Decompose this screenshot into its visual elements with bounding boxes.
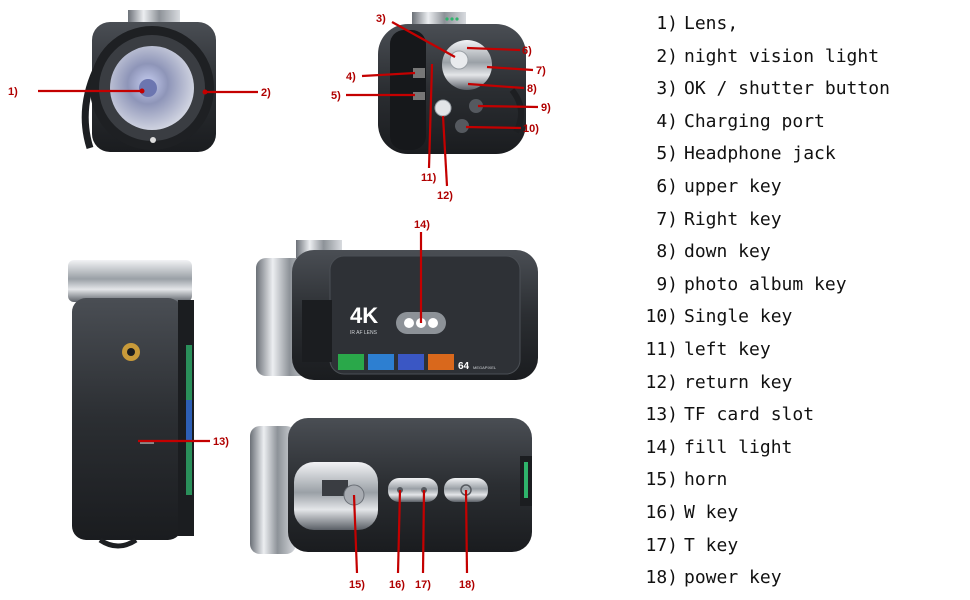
legend-item: 7) Right key xyxy=(642,204,964,237)
legend-number: 15) xyxy=(645,469,678,491)
front-ir-led xyxy=(150,137,156,143)
top-lens-barrel xyxy=(250,426,296,554)
legend-item: 13) TF card slot xyxy=(642,399,964,432)
bottom-body xyxy=(72,298,182,540)
legend-number: 13) xyxy=(645,404,678,426)
legend-number: 17) xyxy=(645,534,678,556)
legend-item: 2) night vision light xyxy=(642,41,964,74)
callout-16: 16) xyxy=(389,579,405,591)
legend-number: 4) xyxy=(656,110,678,132)
badge-4k: 4K xyxy=(350,303,378,328)
legend-item: 10) Single key xyxy=(642,301,964,334)
legend-item: 4) Charging port xyxy=(642,106,964,139)
legend-label: Single key xyxy=(684,306,793,328)
legend-label: OK / shutter button xyxy=(684,78,890,100)
legend-label: power key xyxy=(684,567,782,589)
headphone-jack xyxy=(413,92,425,100)
legend-label: upper key xyxy=(684,175,782,197)
legend-label: Charging port xyxy=(684,110,825,132)
legend-label: T key xyxy=(684,534,739,556)
megapixel-unit: MEGAPIXEL xyxy=(473,365,497,370)
callout-15: 15) xyxy=(349,579,365,591)
callout-12: 12) xyxy=(437,190,453,202)
legend-number: 8) xyxy=(656,241,678,263)
callout-5: 5) xyxy=(331,90,341,102)
callout-17: 17) xyxy=(415,579,431,591)
zoom-rocker xyxy=(388,478,438,502)
legend-number: 2) xyxy=(656,45,678,67)
callout-14: 14) xyxy=(414,219,430,231)
legend-label: W key xyxy=(684,501,739,523)
parts-legend: 1) Lens, 2) night vision light 3) OK / shutte… xyxy=(642,8,964,595)
legend-item: 15) horn xyxy=(642,464,964,497)
bottom-lens-barrel xyxy=(68,260,192,302)
legend-item: 3) OK / shutter button xyxy=(642,73,964,106)
callout-3: 3) xyxy=(376,13,386,25)
lens-text: IR AF LENS xyxy=(350,330,378,336)
callout-13: 13) xyxy=(213,436,229,448)
return-button xyxy=(434,99,452,117)
callout-18: 18) xyxy=(459,579,475,591)
callout-9: 9) xyxy=(541,102,551,114)
top-view xyxy=(250,418,532,554)
legend-number: 14) xyxy=(645,436,678,458)
legend-item: 17) T key xyxy=(642,530,964,563)
callout-6: 6) xyxy=(522,45,532,57)
callout-labels: 1) 2) 3) 4) 5) 6) 7) 8) 9) 10) 11) 12) 1… xyxy=(8,13,551,591)
legend-label: fill light xyxy=(684,436,793,458)
legend-item: 1) Lens, xyxy=(642,8,964,41)
album-button xyxy=(469,99,483,113)
legend-label: Right key xyxy=(684,208,782,230)
legend-label: photo album key xyxy=(684,273,847,295)
legend-label: horn xyxy=(684,469,728,491)
callout-leaders xyxy=(38,21,539,574)
legend-number: 12) xyxy=(645,371,678,393)
single-button xyxy=(455,119,469,133)
callout-4: 4) xyxy=(346,71,356,83)
legend-item: 9) photo album key xyxy=(642,269,964,302)
legend-item: 5) Headphone jack xyxy=(642,138,964,171)
charging-port xyxy=(413,68,425,78)
callout-8: 8) xyxy=(527,83,537,95)
back-view xyxy=(378,12,526,154)
legend-number: 10) xyxy=(645,306,678,328)
legend-number: 11) xyxy=(645,338,678,360)
legend-item: 6) upper key xyxy=(642,171,964,204)
legend-label: TF card slot xyxy=(684,404,815,426)
legend-number: 7) xyxy=(656,208,678,230)
legend-label: Lens, xyxy=(684,13,739,34)
legend-label: return key xyxy=(684,371,793,393)
legend-number: 16) xyxy=(645,501,678,523)
callout-1: 1) xyxy=(8,86,18,98)
legend-item: 18) power key xyxy=(642,562,964,595)
legend-item: 11) left key xyxy=(642,334,964,367)
legend-item: 8) down key xyxy=(642,236,964,269)
legend-label: Headphone jack xyxy=(684,143,836,165)
side-view: 4K IR AF LENS 64 MEGAPIXEL xyxy=(256,240,538,380)
legend-label: left key xyxy=(684,338,771,360)
legend-number: 6) xyxy=(656,175,678,197)
megapixel-value: 64 xyxy=(458,361,470,372)
legend-item: 16) W key xyxy=(642,497,964,530)
legend-item: 14) fill light xyxy=(642,432,964,465)
bottom-view xyxy=(68,260,194,549)
legend-number: 18) xyxy=(645,567,678,589)
legend-label: night vision light xyxy=(684,45,880,67)
callout-7: 7) xyxy=(536,65,546,77)
legend-number: 3) xyxy=(656,78,678,100)
legend-number: 5) xyxy=(656,143,678,165)
callout-2: 2) xyxy=(261,87,271,99)
legend-number: 1) xyxy=(656,13,678,34)
ok-button xyxy=(449,50,469,70)
callout-11: 11) xyxy=(421,172,437,184)
callout-10: 10) xyxy=(523,123,539,135)
front-view xyxy=(81,10,216,152)
legend-item: 12) return key xyxy=(642,367,964,400)
legend-number: 9) xyxy=(656,273,678,295)
legend-label: down key xyxy=(684,241,771,263)
